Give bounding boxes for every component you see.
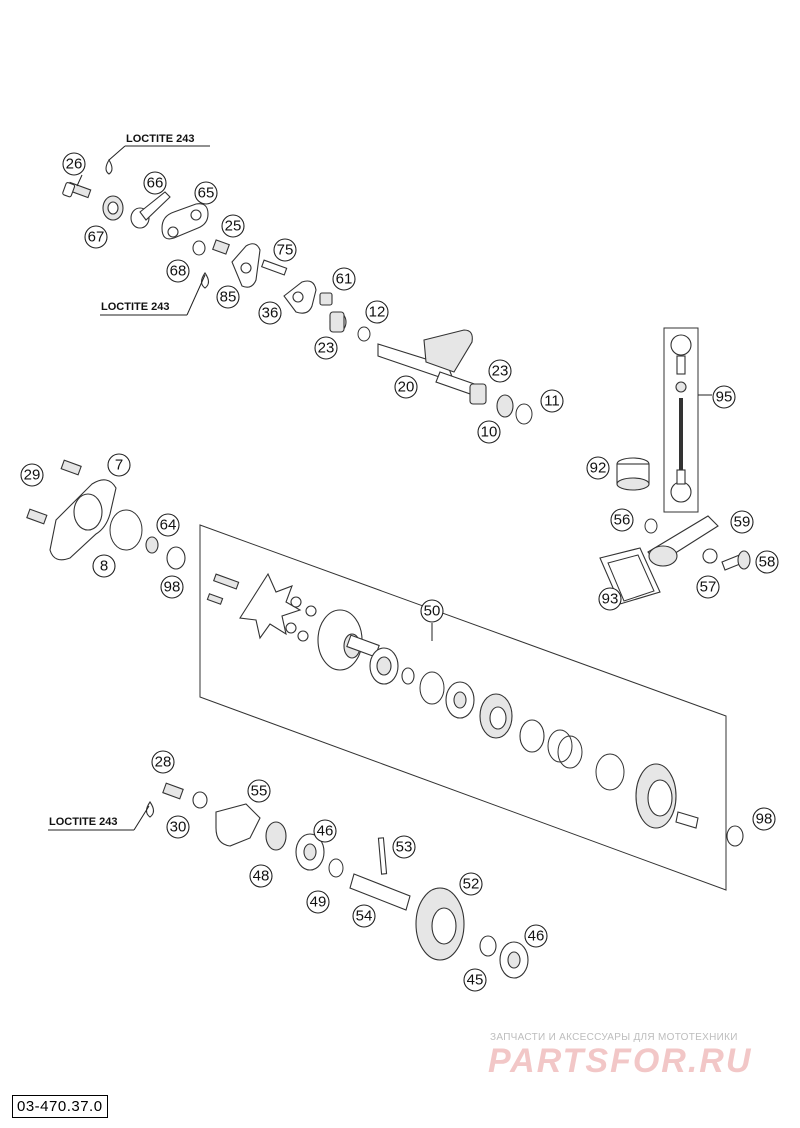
- svg-text:48: 48: [253, 868, 270, 885]
- callout-55: 55: [247, 779, 271, 803]
- loctite-label-bottom: LOCTITE 243: [48, 805, 150, 831]
- callout-20: 20: [394, 375, 418, 399]
- document-number: 03-470.37.0: [12, 1095, 108, 1118]
- svg-text:98: 98: [164, 579, 181, 596]
- callout-23: 23: [314, 336, 338, 360]
- svg-text:7: 7: [115, 457, 123, 474]
- callout-49: 49: [306, 890, 330, 914]
- callout-46: 46: [313, 819, 337, 843]
- svg-text:12: 12: [369, 304, 386, 321]
- watermark-logo: PARTSFOR.RU: [488, 1042, 753, 1080]
- callout-68: 68: [166, 259, 190, 283]
- loctite-text-2: LOCTITE 243: [101, 301, 169, 313]
- callout-75: 75: [273, 238, 297, 262]
- watermark-caption: ЗАПЧАСТИ И АКСЕССУАРЫ ДЛЯ МОТОТЕХНИКИ: [490, 1032, 738, 1043]
- governor-assembly: [599, 327, 751, 605]
- svg-text:46: 46: [317, 823, 334, 840]
- svg-text:66: 66: [147, 175, 164, 192]
- callout-28: 28: [151, 750, 175, 774]
- callout-8: 8: [92, 554, 116, 578]
- loctite-label-middle: LOCTITE 243: [100, 274, 206, 316]
- svg-text:95: 95: [716, 389, 733, 406]
- governor-box-50: [199, 524, 727, 891]
- svg-text:56: 56: [614, 512, 631, 529]
- cover-assembly: [26, 459, 186, 570]
- loctite-text-3: LOCTITE 243: [49, 816, 117, 828]
- callout-25: 25: [221, 214, 245, 238]
- callout-7: 7: [107, 453, 131, 477]
- svg-text:75: 75: [277, 242, 294, 259]
- callout-10: 10: [477, 420, 501, 444]
- callout-53: 53: [392, 835, 416, 859]
- shaft-assembly: [145, 782, 529, 979]
- callout-98-b: 98: [752, 807, 776, 831]
- svg-text:93: 93: [602, 591, 619, 608]
- callout-57: 57: [696, 575, 720, 599]
- svg-text:11: 11: [544, 393, 560, 410]
- callout-48: 48: [249, 864, 273, 888]
- svg-text:49: 49: [310, 894, 327, 911]
- svg-text:26: 26: [66, 156, 83, 173]
- svg-text:57: 57: [700, 579, 717, 596]
- svg-text:29: 29: [24, 467, 41, 484]
- callout-26: 26: [62, 152, 86, 176]
- loctite-text-1: LOCTITE 243: [126, 133, 194, 145]
- svg-text:36: 36: [262, 305, 279, 322]
- svg-text:10: 10: [481, 424, 498, 441]
- svg-text:25: 25: [225, 218, 242, 235]
- svg-text:61: 61: [336, 271, 353, 288]
- callout-56: 56: [610, 508, 634, 532]
- svg-text:20: 20: [398, 379, 415, 396]
- svg-text:55: 55: [251, 783, 268, 800]
- svg-text:50: 50: [424, 603, 441, 620]
- callout-85: 85: [216, 285, 240, 309]
- callout-67: 67: [84, 225, 108, 249]
- svg-text:68: 68: [170, 263, 187, 280]
- svg-text:98: 98: [756, 811, 773, 828]
- svg-text:59: 59: [734, 514, 751, 531]
- callout-54: 54: [352, 904, 376, 928]
- svg-text:67: 67: [88, 229, 105, 246]
- callout-30: 30: [166, 815, 190, 839]
- callout-65: 65: [194, 181, 218, 205]
- nut-98-lower: [726, 825, 744, 847]
- svg-text:30: 30: [170, 819, 187, 836]
- svg-text:92: 92: [590, 460, 607, 477]
- svg-text:28: 28: [155, 754, 172, 771]
- callout-12: 12: [365, 300, 389, 324]
- callout-52: 52: [459, 872, 483, 896]
- callout-36: 36: [258, 301, 282, 325]
- leader-lines: [76, 174, 712, 641]
- callout-50: 50: [420, 599, 444, 623]
- callout-23-b: 23: [488, 359, 512, 383]
- callout-11: 11: [540, 389, 564, 413]
- callout-46-b: 46: [524, 924, 548, 948]
- callout-92: 92: [586, 456, 610, 480]
- callout-98: 98: [160, 575, 184, 599]
- svg-text:8: 8: [100, 558, 108, 575]
- svg-text:52: 52: [463, 876, 480, 893]
- callout-58: 58: [755, 550, 779, 574]
- callout-59: 59: [730, 510, 754, 534]
- svg-text:54: 54: [356, 908, 373, 925]
- svg-text:46: 46: [528, 928, 545, 945]
- svg-text:23: 23: [318, 340, 335, 357]
- svg-text:53: 53: [396, 839, 413, 856]
- callout-29: 29: [20, 463, 44, 487]
- svg-text:64: 64: [160, 517, 177, 534]
- svg-text:23: 23: [492, 363, 509, 380]
- loctite-label-top: LOCTITE 243: [108, 133, 210, 161]
- callout-45: 45: [463, 968, 487, 992]
- svg-text:45: 45: [467, 972, 484, 989]
- callout-93: 93: [598, 587, 622, 611]
- svg-text:85: 85: [220, 289, 237, 306]
- callout-61: 61: [332, 267, 356, 291]
- svg-text:65: 65: [198, 185, 215, 202]
- callout-66: 66: [143, 171, 167, 195]
- linkage-assembly: [62, 158, 533, 425]
- svg-text:58: 58: [759, 554, 776, 571]
- callout-95: 95: [712, 385, 736, 409]
- callout-64: 64: [156, 513, 180, 537]
